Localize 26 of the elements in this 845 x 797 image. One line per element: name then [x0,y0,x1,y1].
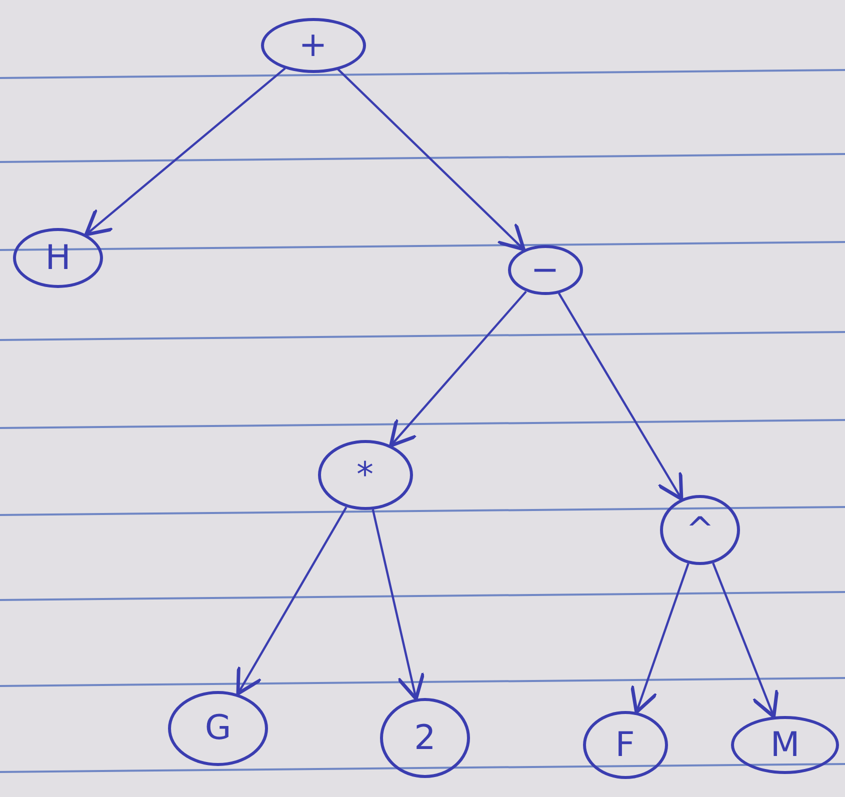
tree-node [380,698,470,778]
node-symbol: F [615,728,635,762]
tree-node [660,495,740,565]
arrow [236,506,348,696]
node-symbol: G [204,711,232,745]
tree-node [731,716,839,774]
tree-node [260,18,366,72]
tree-node [582,711,668,779]
node-symbol: 2 [414,721,436,755]
arrow [389,290,527,448]
node-symbol: − [530,253,560,287]
arrow [337,68,526,252]
arrow [558,292,684,501]
tree-node [508,245,582,295]
arrow [630,563,690,714]
tree-node [318,440,412,510]
tree-node [168,690,268,766]
arrow [84,67,286,236]
arrow [712,562,779,718]
node-symbol: H [45,241,71,275]
arrow [372,509,426,701]
tree-node [13,228,103,288]
node-symbol: * [356,458,374,492]
node-symbol: ^ [686,513,714,547]
node-symbol: M [770,728,800,762]
node-symbol: + [298,28,328,62]
